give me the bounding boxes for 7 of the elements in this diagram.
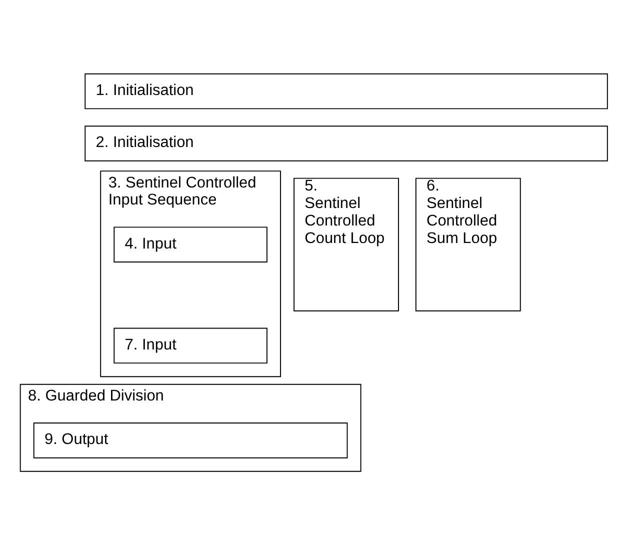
node-box: 9. Output (33, 422, 348, 458)
node-box: 6. Sentinel Controlled Sum Loop (415, 177, 521, 311)
node-box: 7. Input (114, 327, 268, 364)
node-box: 1. Initialisation (84, 72, 608, 109)
node-box: 5. Sentinel Controlled Count Loop (294, 177, 399, 311)
node-box: 4. Input (114, 226, 268, 262)
node-box: 2. Initialisation (84, 125, 608, 161)
